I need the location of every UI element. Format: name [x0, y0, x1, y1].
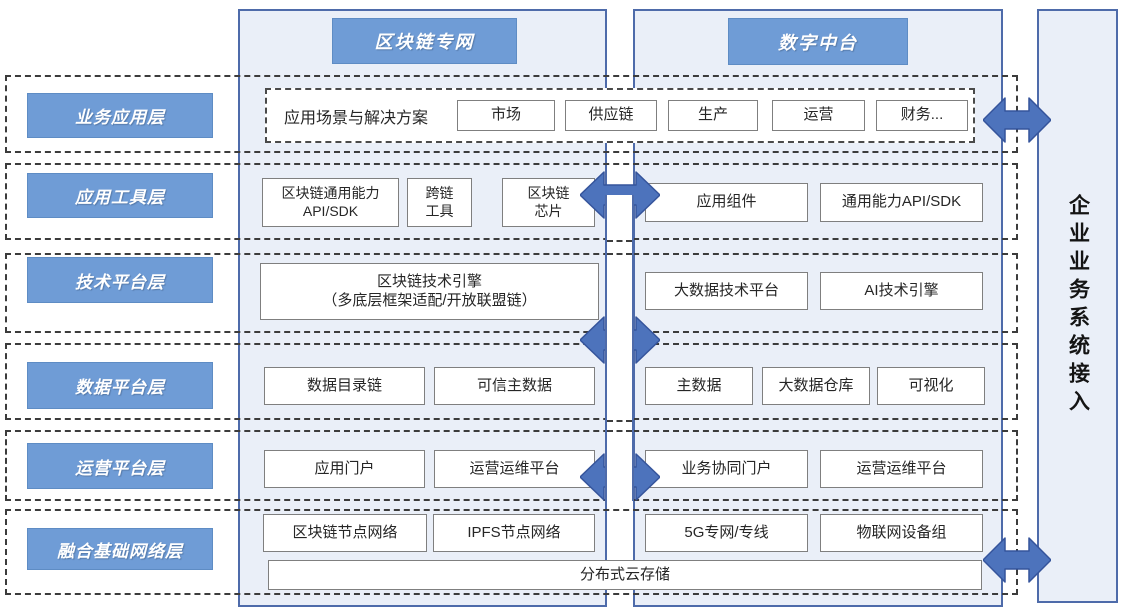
box-iot-device-group: 物联网设备组 — [820, 514, 983, 552]
enterprise-access-panel — [1037, 9, 1118, 603]
box-app-portal: 应用门户 — [264, 450, 425, 488]
scenario-label: 应用场景与解决方案 — [284, 109, 429, 127]
layer-row-app-tools — [5, 163, 1018, 240]
middle-gap-strip — [605, 195, 634, 501]
gap-dash — [607, 420, 632, 422]
double-arrow-business-access-icon — [983, 95, 1051, 145]
box-data-catalog-chain: 数据目录链 — [264, 367, 425, 405]
box-blockchain-tech-engine: 区块链技术引擎 （多底层框架适配/开放联盟链） — [260, 263, 599, 320]
box-master-data: 主数据 — [645, 367, 753, 405]
box-ops-platform-left: 运营运维平台 — [434, 450, 595, 488]
box-distributed-cloud-storage: 分布式云存储 — [268, 560, 982, 590]
box-ipfs-node-network: IPFS节点网络 — [433, 514, 595, 552]
box-bigdata-warehouse: 大数据仓库 — [762, 367, 870, 405]
scenario-item-supplychain: 供应链 — [565, 100, 657, 131]
layer-label-data-platform: 数据平台层 — [27, 362, 213, 409]
scenario-item-finance: 财务... — [876, 100, 968, 131]
box-bigdata-tech-platform: 大数据技术平台 — [645, 272, 808, 310]
layer-label-app-tools: 应用工具层 — [27, 173, 213, 218]
box-ai-tech-engine: AI技术引擎 — [820, 272, 983, 310]
layer-label-ops-platform: 运营平台层 — [27, 443, 213, 489]
box-app-components: 应用组件 — [645, 183, 808, 222]
blockchain-network-header: 区块链专网 — [332, 18, 517, 64]
scenario-item-production: 生产 — [668, 100, 758, 131]
layer-row-tech-platform — [5, 253, 1018, 333]
box-blockchain-api-sdk: 区块链通用能力 API/SDK — [262, 178, 399, 227]
layer-row-ops-platform — [5, 430, 1018, 501]
enterprise-access-label: 企业业务系统接入 — [1066, 194, 1090, 418]
layer-label-business-app: 业务应用层 — [27, 93, 213, 138]
gap-dash — [607, 240, 632, 242]
gap-dash — [607, 253, 632, 255]
box-blockchain-node-network: 区块链节点网络 — [263, 514, 427, 552]
box-business-collab-portal: 业务协同门户 — [645, 450, 808, 488]
gap-dash — [607, 430, 632, 432]
box-trusted-master-data: 可信主数据 — [434, 367, 595, 405]
box-general-api-sdk: 通用能力API/SDK — [820, 183, 983, 222]
double-arrow-network-access-icon — [983, 535, 1051, 585]
box-blockchain-chip: 区块链 芯片 — [502, 178, 595, 227]
box-5g-network: 5G专网/专线 — [645, 514, 808, 552]
scenario-item-market: 市场 — [457, 100, 555, 131]
layer-label-tech-platform: 技术平台层 — [27, 257, 213, 303]
box-ops-platform-right: 运营运维平台 — [820, 450, 983, 488]
box-crosschain-tools: 跨链 工具 — [407, 178, 472, 227]
box-visualization: 可视化 — [877, 367, 985, 405]
scenario-item-operation: 运营 — [772, 100, 865, 131]
layer-label-network: 融合基础网络层 — [27, 528, 213, 570]
layer-row-data-platform — [5, 343, 1018, 420]
digital-platform-header: 数字中台 — [728, 18, 908, 65]
